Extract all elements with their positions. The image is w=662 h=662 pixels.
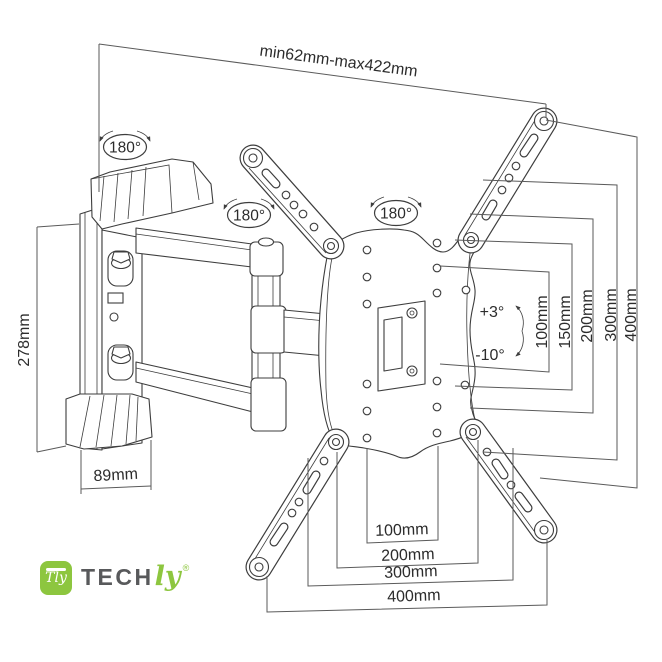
rotation-arrow-left-icon (370, 196, 385, 208)
plate-height-label: 278mm (16, 313, 33, 366)
vesa-vertical-label-200: 200mm (579, 289, 596, 342)
swivel-badge-arm: 180° (223, 198, 275, 229)
swivel-badge-plate: 180° (370, 196, 422, 227)
hinge-column (249, 237, 287, 432)
vesa-center-bracket (377, 300, 426, 392)
vesa-holes (362, 238, 471, 443)
techly-wordmark: TECH ly ® (81, 561, 190, 592)
swivel-arm-lower (135, 361, 254, 413)
rotation-arrow-right-icon (136, 130, 151, 142)
vesa-horizontal-label-300: 300mm (384, 563, 438, 582)
wordmark-ly: ly (154, 561, 181, 592)
wordmark-tech: TECH (81, 564, 154, 590)
swivel-arm-upper (135, 227, 253, 268)
rotation-arrow-right-icon (407, 196, 422, 208)
swivel-plate-label: 180° (380, 206, 412, 223)
wall-plate-bottom-cap (65, 393, 153, 450)
vesa-horizontal-label-100: 100mm (375, 521, 429, 540)
vesa-extension-arm-bottom-left (245, 428, 350, 581)
dimension-plate-width: 89mm (80, 440, 152, 494)
vesa-plate (318, 228, 481, 459)
mounting-bolt-bottom (110, 346, 132, 365)
swivel-wall-label: 180° (109, 140, 141, 157)
vesa-vertical-label-150: 150mm (557, 295, 574, 348)
vesa-horizontal-label-400: 400mm (387, 587, 441, 606)
tilt-down-label: -10° (475, 347, 505, 364)
vesa-vertical-label-100: 100mm (534, 295, 551, 348)
dimension-vesa-horizontal: 100mm 200mm 300mm 400mm (266, 440, 548, 613)
mounting-bolt-top (110, 251, 132, 270)
tilt-up-label: +3° (480, 304, 505, 321)
dimension-plate-height: 278mm (16, 223, 80, 453)
vesa-vertical-label-400: 400mm (623, 288, 640, 341)
techly-logo: Tly TECH ly ® (40, 561, 189, 595)
rotation-arrow-right-icon (260, 198, 275, 210)
extension-range-label: min62mm-max422mm (259, 43, 419, 81)
tilt-arrow-up-icon (515, 305, 524, 332)
swivel-badge-wall: 180° (99, 130, 151, 161)
swivel-arm-label: 180° (233, 208, 265, 225)
tilt-annotation: +3° -10° (475, 304, 524, 364)
dimension-vesa-vertical: 100mm 150mm 200mm 300mm 400mm (439, 119, 640, 489)
vesa-vertical-label-300: 300mm (603, 288, 620, 341)
registered-mark: ® (182, 563, 190, 573)
rotation-arrow-left-icon (99, 130, 114, 142)
techly-logo-icon: Tly (40, 561, 72, 595)
plate-width-label: 89mm (93, 466, 138, 485)
logo-icon-text: Tly (45, 570, 67, 586)
tilt-arrow-down-icon (515, 330, 524, 357)
vesa-extension-arm-bottom-right (459, 418, 558, 544)
vesa-extension-arm-top-left (239, 144, 345, 260)
wall-plate-top-cap (90, 158, 214, 230)
vesa-horizontal-label-200: 200mm (381, 546, 435, 565)
rotation-arrow-left-icon (223, 198, 238, 210)
logo-icon-bar (46, 568, 66, 571)
vesa-extension-arm-top-right (457, 107, 558, 254)
